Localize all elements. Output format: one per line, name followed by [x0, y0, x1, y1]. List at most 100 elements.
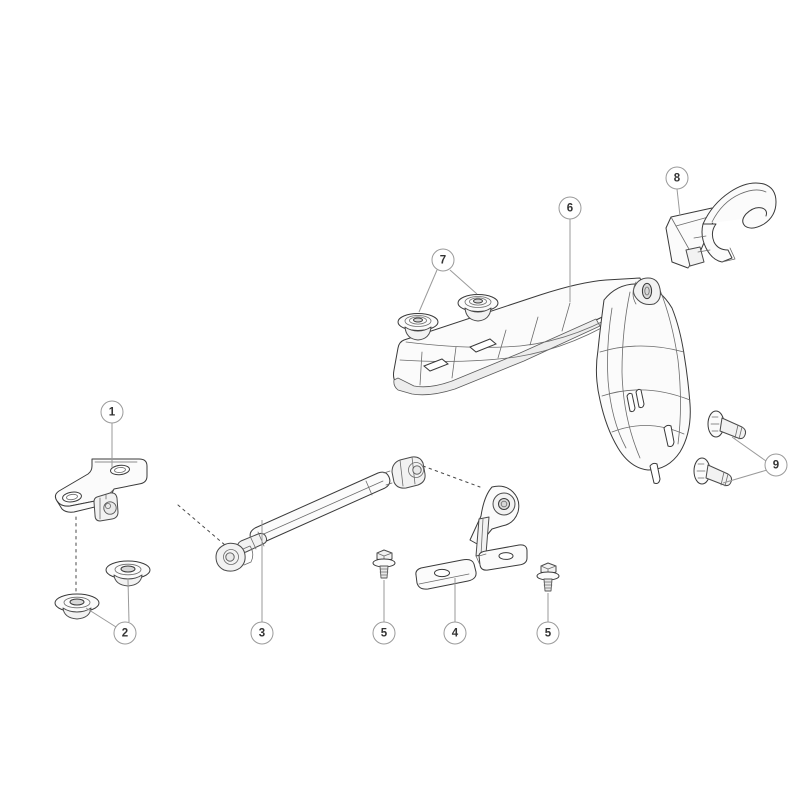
- clip-hook-arm: [701, 182, 777, 263]
- strut-upper-collar: [383, 470, 393, 486]
- callout-group: 1 2 3 4 5 5 6 7: [100, 166, 788, 645]
- callout-3[interactable]: 3: [250, 621, 274, 645]
- part-shoulder-bolt-a: [707, 410, 747, 440]
- grommet-b-ring: [114, 563, 142, 576]
- callout-8[interactable]: 8: [665, 166, 689, 190]
- hinge-foot-left-hole: [434, 568, 450, 578]
- shoulder-bolt-a-head-detail: [710, 416, 720, 432]
- strut-upper-socket-ball: [412, 465, 422, 475]
- support-arm-boss-edge: [632, 281, 637, 305]
- callout-1-label: 1: [109, 407, 116, 419]
- support-plate-contour-2: [621, 291, 641, 459]
- hinge-pivot-hole: [498, 498, 510, 510]
- support-plate-contour-4: [599, 345, 685, 353]
- callout-5-circle[interactable]: [372, 621, 396, 645]
- part-flange-bolt-a: [372, 549, 396, 579]
- support-plate-contour-6: [611, 425, 685, 435]
- support-arm-slot-2: [469, 338, 497, 353]
- hinge-rib-line: [480, 518, 484, 556]
- callout-1-circle[interactable]: [100, 400, 124, 424]
- support-arm-rib-c: [561, 302, 571, 332]
- callout-8-circle[interactable]: [665, 166, 689, 190]
- strut-cylinder-seam: [256, 480, 384, 538]
- hinge-body-fold: [475, 553, 487, 566]
- leader-7a: [418, 269, 438, 313]
- callout-2-circle[interactable]: [113, 621, 137, 645]
- support-plate-contour-1: [607, 307, 627, 449]
- clip-hook-tip: [721, 247, 736, 263]
- bolt-b-thread: [543, 581, 553, 589]
- bracket-pivot-neck: [99, 494, 107, 520]
- callout-6-circle[interactable]: [558, 196, 582, 220]
- callout-5-label: 5: [381, 628, 388, 640]
- hinge-foot-right-hole: [498, 552, 514, 560]
- callout-5[interactable]: 5: [372, 621, 396, 645]
- mount-grommet-a-skirt: [404, 326, 432, 341]
- callout-5b[interactable]: 5: [536, 621, 560, 645]
- bolt-a-thread: [379, 568, 389, 576]
- leader-2b: [127, 579, 130, 623]
- strut-step-ring-a: [249, 531, 265, 550]
- strut-lower-socket-ball: [225, 552, 235, 562]
- support-plate-contour-5: [601, 389, 691, 401]
- callout-7-circle[interactable]: [431, 248, 455, 272]
- mount-grommet-a-ring-outer: [404, 315, 432, 327]
- callout-4-circle[interactable]: [443, 621, 467, 645]
- callout-6[interactable]: 6: [558, 196, 582, 220]
- support-arm-pivot-hole: [641, 282, 653, 300]
- leader-9b: [722, 469, 768, 484]
- part-shoulder-bolt-b: [693, 457, 733, 487]
- grommet-a-center-hole: [69, 598, 85, 606]
- support-arm-rib-e: [419, 351, 423, 386]
- callout-5b-circle[interactable]: [536, 621, 560, 645]
- callout-9-label: 9: [773, 460, 779, 472]
- callout-8-label: 8: [674, 173, 681, 185]
- bracket-hole-lower-inner: [66, 493, 78, 501]
- shoulder-bolt-b-tip: [720, 471, 729, 487]
- callout-5b-label: 5: [545, 628, 552, 640]
- part-rubber-mount-grommet-a: [397, 313, 439, 341]
- mount-grommet-a-center: [413, 317, 423, 323]
- part-main-support-arm: [393, 277, 691, 484]
- hinge-foot-left-edge: [418, 573, 470, 585]
- shoulder-bolt-a-tip: [734, 424, 743, 440]
- support-arm-slot-1: [423, 358, 449, 372]
- support-plate-slot-4: [626, 392, 636, 413]
- leader-9a: [731, 436, 767, 462]
- support-arm-pivot-hole-inner: [644, 286, 650, 296]
- strut-lower-collar: [242, 545, 254, 566]
- part-retainer-clip-hook: [665, 182, 777, 269]
- callout-9[interactable]: 9: [764, 453, 788, 477]
- bracket-hole-upper-inner: [114, 467, 126, 473]
- mount-grommet-b-skirt: [464, 307, 492, 322]
- support-plate-slot-1: [635, 388, 645, 409]
- callout-1[interactable]: 1: [100, 400, 124, 424]
- callout-9-circle[interactable]: [764, 453, 788, 477]
- callout-2-label: 2: [122, 628, 128, 640]
- part-hinge-bracket: [415, 485, 528, 590]
- support-arm-rib-a: [497, 329, 507, 359]
- assembly-path-strut-to-hinge: [422, 465, 481, 488]
- callout-4[interactable]: 4: [443, 621, 467, 645]
- support-plate-slot-3: [649, 462, 661, 484]
- bracket-pivot-ball-hi: [105, 502, 112, 509]
- clip-connect-line: [693, 235, 711, 253]
- mount-grommet-b-ring-outer: [464, 296, 492, 308]
- callout-7[interactable]: 7: [431, 248, 455, 272]
- part-flange-bolt-b: [536, 562, 560, 592]
- support-arm-rib-b: [529, 316, 539, 346]
- strut-lower-socket-ring: [223, 549, 239, 565]
- part-rubber-mount-grommet-b: [457, 294, 499, 322]
- callout-2[interactable]: 2: [113, 621, 137, 645]
- assembly-path-group: [75, 465, 481, 598]
- support-arm-rib-d: [451, 346, 457, 379]
- leader-2a: [85, 607, 117, 628]
- support-arm-vertical-plate: [595, 283, 691, 471]
- support-plate-contour-3: [659, 289, 681, 445]
- leader-8: [676, 188, 681, 217]
- callout-3-circle[interactable]: [250, 621, 274, 645]
- leader-line-group: [85, 188, 768, 628]
- part-mounting-bracket-plate: [54, 458, 148, 522]
- assembly-path-bracket-to-strut: [177, 504, 233, 552]
